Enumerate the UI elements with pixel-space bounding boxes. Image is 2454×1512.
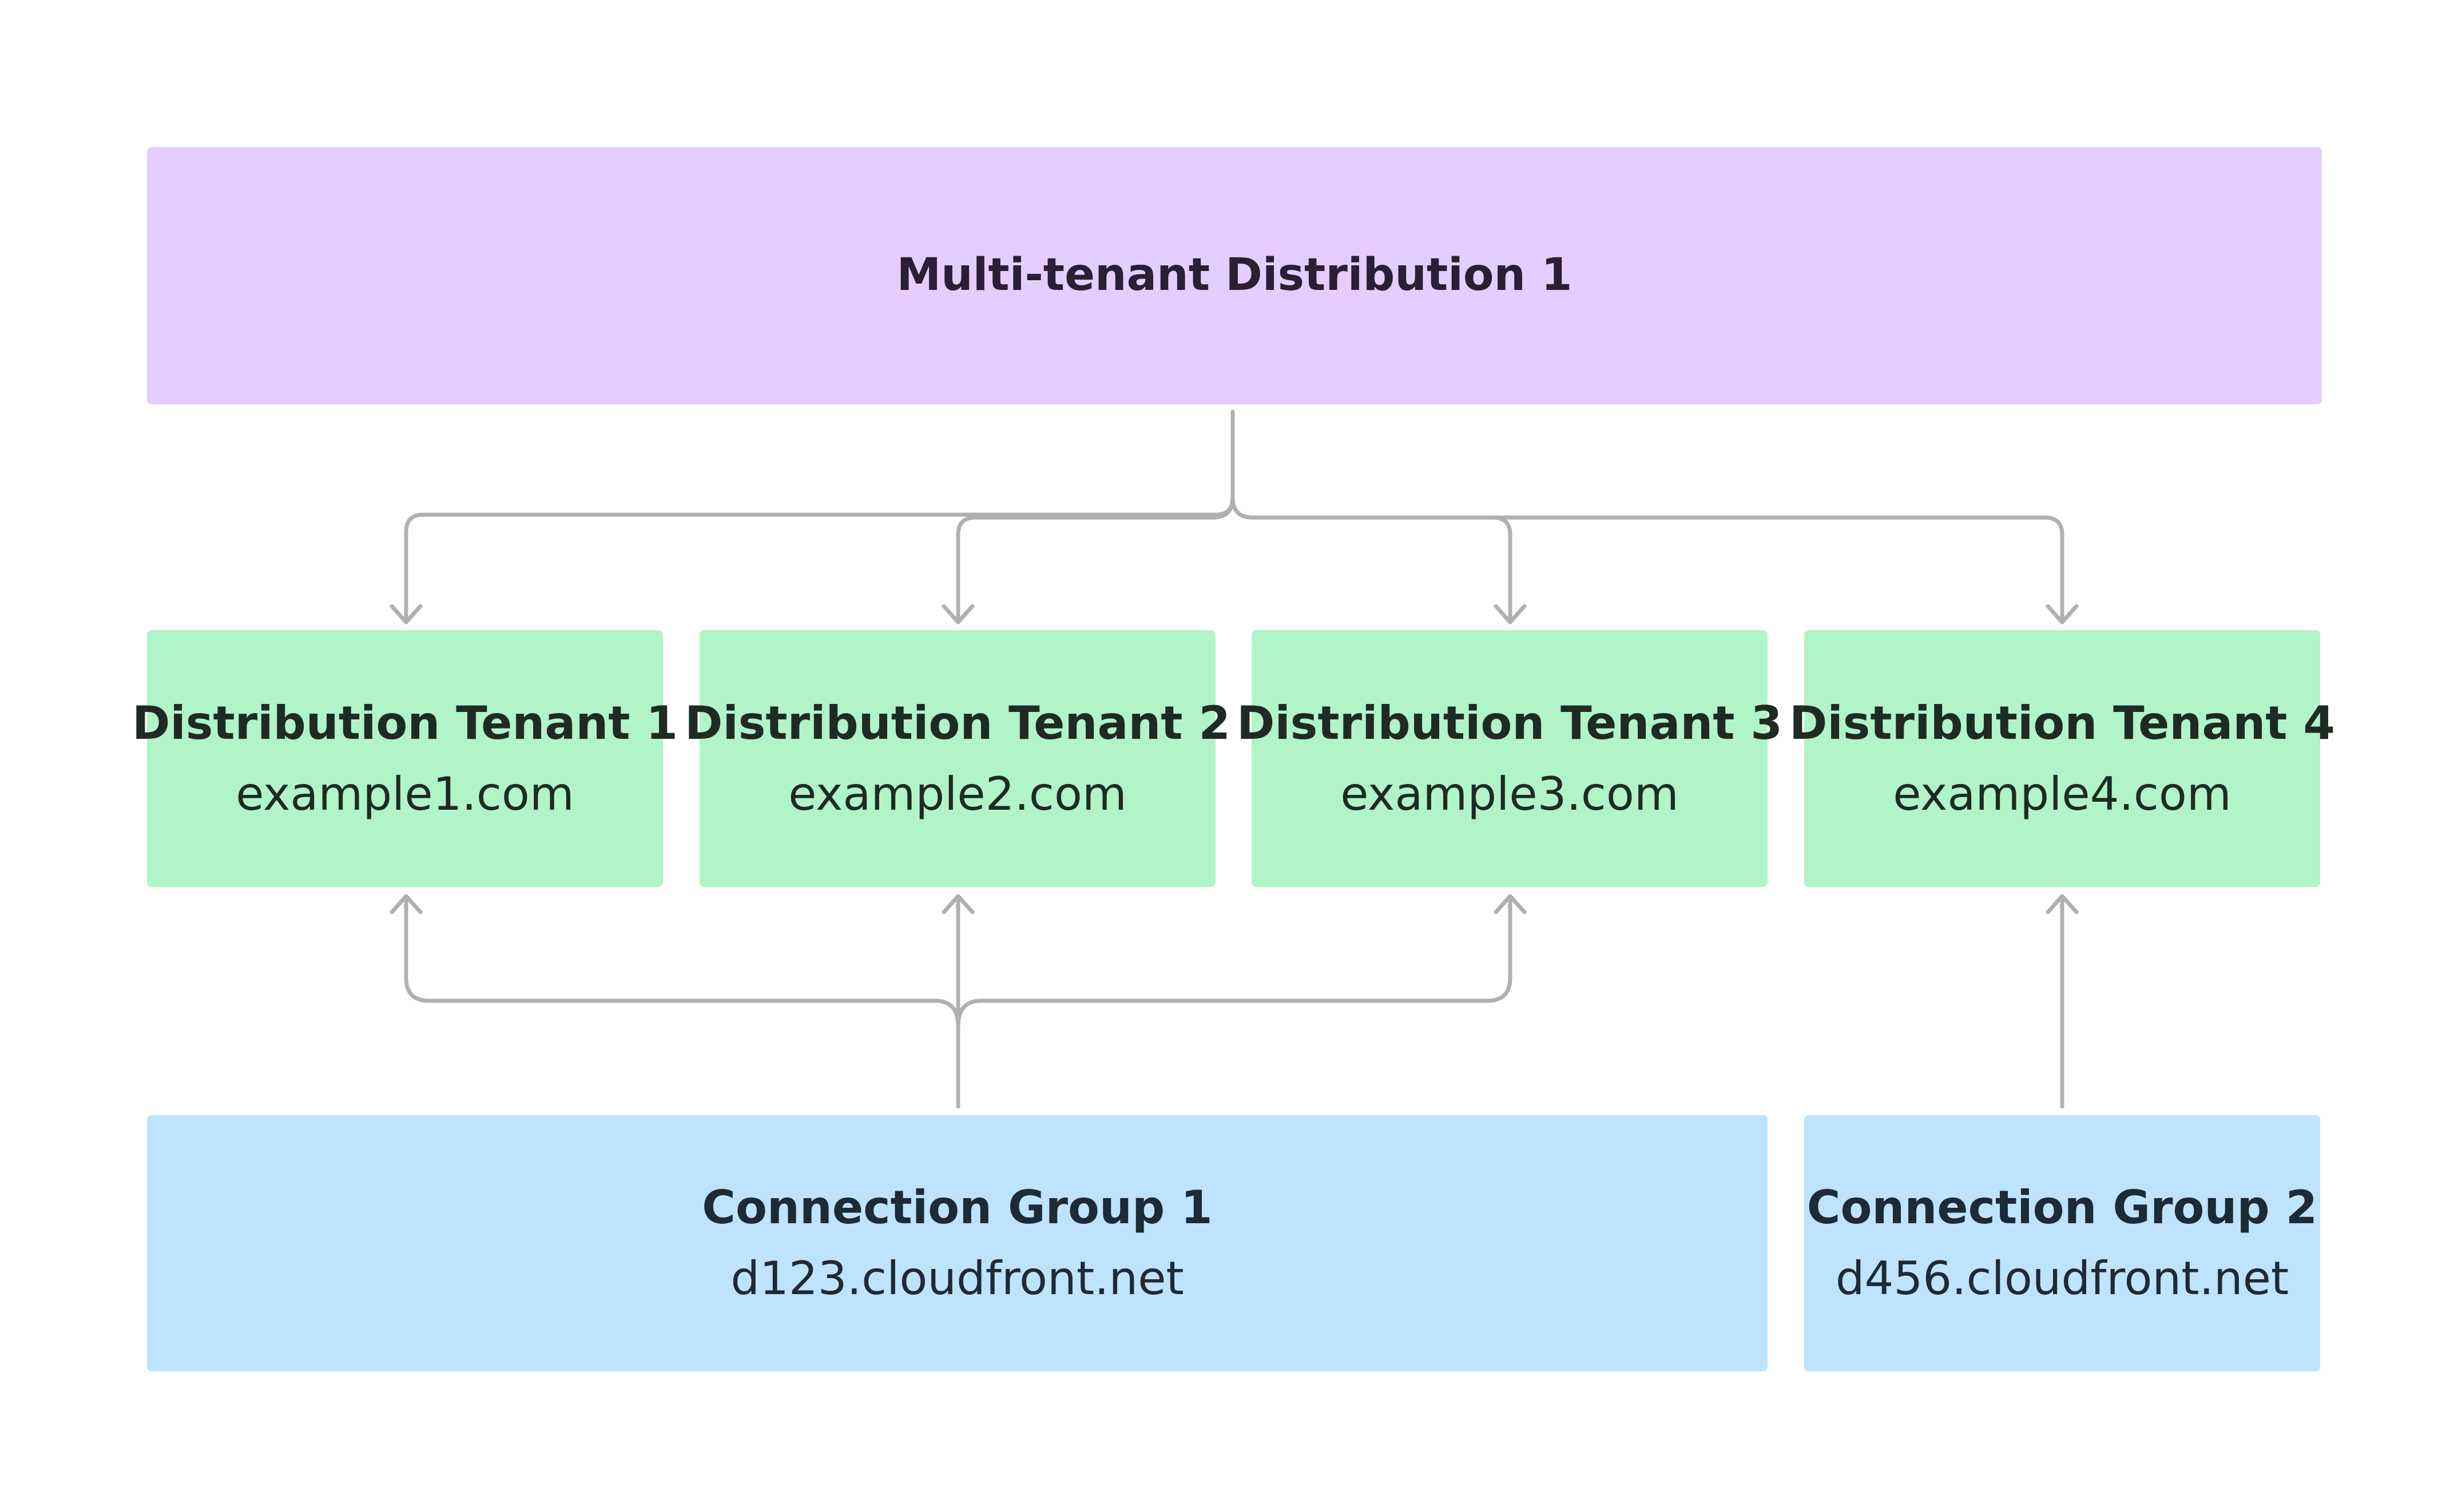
tenant-title: Distribution Tenant 1 [132, 696, 678, 750]
connection-group-title: Connection Group 1 [702, 1181, 1213, 1234]
tenant-title: Distribution Tenant 3 [1236, 696, 1783, 750]
tenant-box-1: Distribution Tenant 1 example1.com [132, 630, 678, 887]
tenant-domain: example2.com [788, 767, 1127, 821]
connector-group-1-tenant-3 [956, 896, 1512, 1029]
tenant-box-2: Distribution Tenant 2 example2.com [685, 630, 1230, 887]
connection-group-endpoint: d123.cloudfront.net [730, 1252, 1184, 1305]
tenant-domain: example1.com [236, 767, 574, 821]
arrowhead-tenant-3 [1494, 604, 1527, 624]
arrowhead-up-tenant-1 [390, 894, 423, 914]
arrowhead-tenant-2 [942, 604, 975, 624]
tenant-domain: example4.com [1893, 767, 2231, 821]
connector-distribution-tenant-2 [956, 495, 1235, 623]
connector-group-1-tenant-1 [404, 896, 960, 1029]
connection-group-box-2: Connection Group 2 d456.cloudfront.net [1804, 1115, 2320, 1371]
connection-group-endpoint: d456.cloudfront.net [1835, 1252, 2289, 1305]
arrowhead-up-tenant-4 [2046, 894, 2079, 914]
connector-distribution-tenant-4 [1230, 495, 2064, 623]
multi-tenant-distribution-box: Multi-tenant Distribution 1 [147, 147, 2322, 404]
tenant-box-3: Distribution Tenant 3 example3.com [1237, 630, 1782, 887]
distribution-title: Multi-tenant Distribution 1 [896, 249, 1573, 301]
arrowhead-tenant-1 [390, 604, 423, 624]
connection-group-title: Connection Group 2 [1806, 1181, 2318, 1234]
arrowhead-up-tenant-2 [942, 894, 975, 914]
tenant-domain: example3.com [1340, 767, 1679, 821]
connection-group-box-1: Connection Group 1 d123.cloudfront.net [147, 1115, 1768, 1371]
tenant-title: Distribution Tenant 2 [684, 696, 1231, 750]
tenant-title: Distribution Tenant 4 [1789, 696, 2336, 750]
tenant-box-4: Distribution Tenant 4 example4.com [1789, 630, 2335, 887]
arrowhead-tenant-4 [2046, 604, 2079, 624]
arrowhead-up-tenant-3 [1494, 894, 1527, 914]
